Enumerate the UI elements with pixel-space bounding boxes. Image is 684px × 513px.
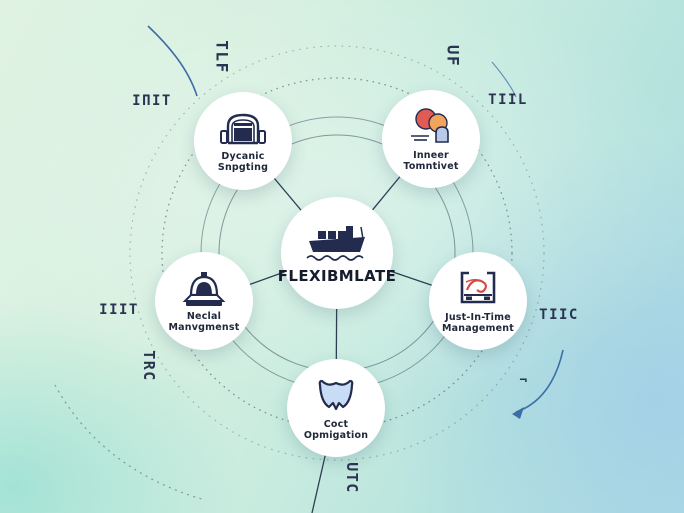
- node-center-flexibmlate: FLEXIBMLATE: [277, 197, 397, 309]
- delivery-frame-icon: [454, 268, 502, 310]
- decorative-mark: TIIL: [488, 92, 528, 108]
- node-label: Coct Opmigation: [304, 419, 368, 441]
- node-dycanic-snpgting: Dycanic Snpgting: [194, 92, 292, 190]
- node-label-line: Tomntivet: [403, 161, 459, 172]
- cargo-ship-icon: [304, 222, 370, 264]
- node-label-line: Management: [442, 323, 514, 334]
- node-label: Neclal Manvgmenst: [169, 311, 240, 333]
- decorative-mark: UF: [443, 44, 463, 68]
- node-coct-opmigation: Coct Opmigation: [287, 359, 385, 457]
- node-neclal-manvgmenst: Neclal Manvgmenst: [155, 252, 253, 350]
- node-label-line: Snpgting: [217, 162, 269, 173]
- decorative-mark: TLF: [212, 40, 232, 74]
- node-label: Just-In-Time Management: [442, 312, 514, 334]
- node-label-line: Manvgmenst: [168, 322, 240, 333]
- node-label: Inneer Tomntivet: [403, 150, 458, 172]
- decorative-mark: TRC: [140, 350, 158, 382]
- node-label-line: Coct: [323, 418, 349, 430]
- decorative-mark: TIIC: [539, 307, 579, 323]
- truck-front-icon: [219, 109, 267, 149]
- decorative-mark: IΠIT: [132, 93, 172, 109]
- center-node-label: FLEXIBMLATE: [277, 266, 397, 285]
- bell-icon: [180, 269, 228, 309]
- node-label-line: Inneer: [413, 149, 449, 161]
- balloons-icon: [407, 106, 455, 148]
- node-label-line: Opmigation: [303, 430, 369, 441]
- decorative-mark: IIIT: [99, 302, 139, 318]
- node-just-in-time-management: Just-In-Time Management: [429, 252, 527, 350]
- decorative-mark: UTC: [343, 462, 361, 494]
- node-inneer-tomntivet: Inneer Tomntivet: [382, 90, 480, 188]
- node-label-line: Just-In-Time: [445, 311, 511, 323]
- node-label-line: Dycanic: [221, 150, 265, 162]
- shield-icon: [313, 375, 359, 417]
- node-label-line: Neclal: [186, 310, 222, 322]
- node-label: Dycanic Snpgting: [218, 151, 268, 173]
- decorative-mark: ¬: [519, 373, 529, 389]
